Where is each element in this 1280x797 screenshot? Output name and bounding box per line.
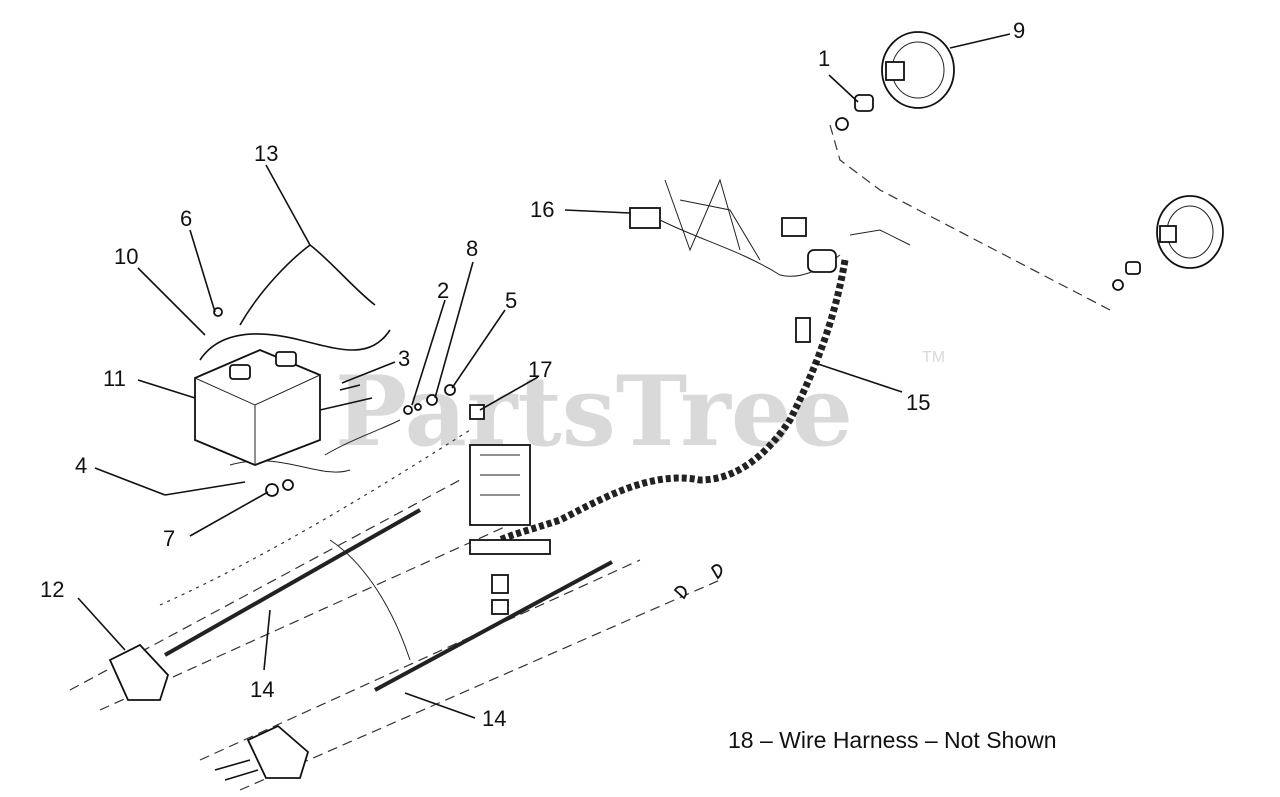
rod-right — [374, 560, 613, 692]
callout-3: 3 — [398, 346, 410, 371]
callout-6: 6 — [180, 206, 192, 231]
watermark-text: PartsTree — [335, 355, 853, 468]
hardware-set — [319, 384, 456, 456]
harness-dotted-strand — [159, 429, 471, 606]
junction-box — [469, 404, 551, 615]
callout-15: 15 — [906, 390, 930, 415]
callout-14-right: 14 — [482, 706, 506, 731]
battery — [194, 349, 321, 466]
bolt-and-nuts — [164, 479, 294, 497]
callout-9: 9 — [1013, 18, 1025, 43]
callout-2: 2 — [437, 278, 449, 303]
footnote-not-shown: 18 – Wire Harness – Not Shown — [728, 727, 1057, 753]
battery-cable-positive — [239, 243, 376, 326]
watermark-trademark: TM — [922, 349, 945, 366]
callout-5: 5 — [505, 288, 517, 313]
callout-13: 13 — [254, 141, 278, 166]
rear-plate-lower — [214, 724, 310, 781]
rod-left — [164, 508, 421, 657]
leader-lines — [77, 33, 1011, 719]
bulb-socket — [835, 94, 1141, 291]
callout-11: 11 — [103, 366, 126, 391]
chassis-outline — [69, 124, 1111, 791]
headlight-lower — [1156, 195, 1224, 269]
callout-12: 12 — [40, 577, 64, 602]
callout-16: 16 — [530, 197, 554, 222]
rear-plate-upper — [108, 643, 170, 701]
callout-1: 1 — [818, 46, 830, 71]
callout-14-left: 14 — [250, 677, 274, 702]
harness-main-loom — [498, 259, 849, 544]
battery-cable-negative — [199, 329, 391, 361]
callout-17: 17 — [528, 357, 552, 382]
hex-nut — [213, 307, 223, 317]
callout-8: 8 — [466, 236, 478, 261]
callout-10: 10 — [114, 244, 138, 269]
small-clips — [673, 564, 723, 600]
harness-upper-bundle — [629, 178, 911, 343]
callout-7: 7 — [163, 526, 175, 551]
callout-4: 4 — [75, 453, 87, 478]
headlight-upper — [881, 31, 955, 109]
